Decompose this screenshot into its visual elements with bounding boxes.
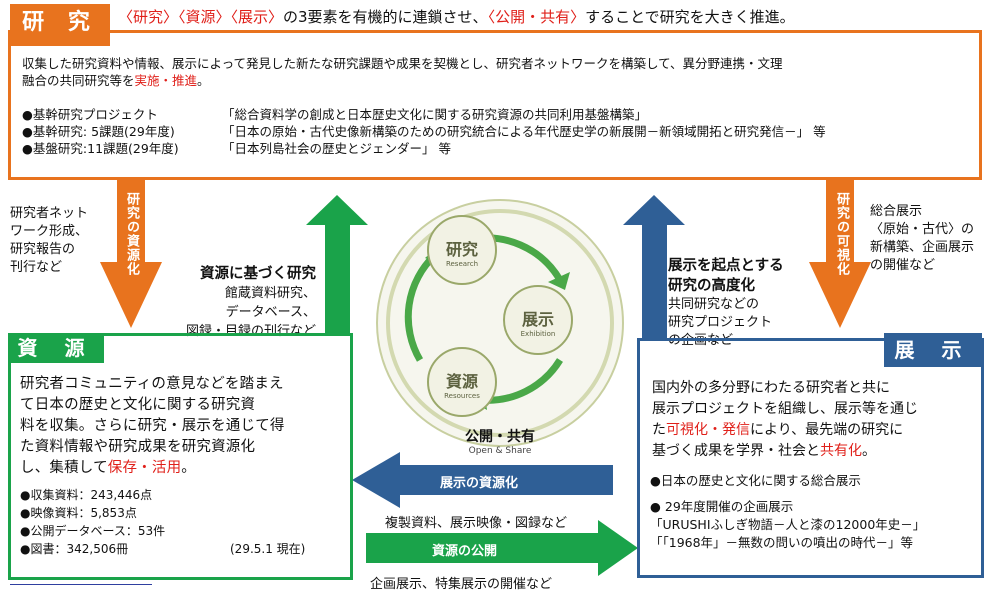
cycle-graphic xyxy=(376,199,624,447)
resource-stats: ●収集資料：243,446点 ●映像資料：5,853点 ●公開データベース：53… xyxy=(20,486,165,558)
cycle-research-node: 研究 Research xyxy=(445,240,479,268)
cycle-exhibition-node: 展示 Exhibition xyxy=(520,310,556,338)
stat-item: ●公開データベース：53件 xyxy=(20,524,166,538)
research-to-exhibition-arrow xyxy=(809,180,871,328)
bottom-arrow1-label: 展示の資源化 xyxy=(440,476,519,491)
cycle-resource-node: 資源 Resources xyxy=(444,372,480,400)
project-item: ●基幹研究: 5課題(29年度)「日本の原始・古代史像新構築のための研究統合によ… xyxy=(22,124,826,139)
exhibition-tag: 展 示 xyxy=(884,333,982,367)
stat-item: ●収集資料：243,446点 xyxy=(20,488,153,502)
research-headline: 〈研究〉〈資源〉〈展示〉の3要素を有機的に連鎖させ、〈公開・共有〉することで研究… xyxy=(118,8,795,26)
bottom-arrow2-label: 資源の公開 xyxy=(432,544,498,559)
research-panel xyxy=(8,30,982,180)
project-list: ●基幹研究プロジェクト「総合資料学の創成と日本歴史文化に関する研究資源の共同利用… xyxy=(22,106,826,157)
resource-to-exhibition-arrow xyxy=(366,520,638,576)
resource-tag: 資 源 xyxy=(8,333,104,363)
footer-rule xyxy=(10,584,152,585)
research-description: 収集した研究資料や情報、展示によって発見した新たな研究課題や成果を契機とし、研究… xyxy=(22,56,783,88)
exhibition-item-special: ● 29年度開催の企画展示 「URUSHIふしぎ物語－人と漆の12000年史－」… xyxy=(650,499,926,550)
left-side-note: 研究者ネット ワーク形成、 研究報告の 刊行など xyxy=(10,206,89,275)
exhibit-research-note: 展示を起点とする 研究の高度化 共同研究などの 研究プロジェクト の企画など xyxy=(668,258,784,348)
cycle-open-share: 公開・共有 Open & Share xyxy=(465,429,535,456)
bottom-arrow1-caption: 複製資料、展示映像・図録など xyxy=(385,516,568,531)
research-tag: 研 究 xyxy=(10,4,110,46)
research-to-resource-arrow xyxy=(100,180,162,328)
resource-research-note: 資源に基づく研究 館蔵資料研究、 データベース、 図録・目録の刊行など xyxy=(185,266,316,339)
resource-description: 研究者コミュニティの意見などを踏まえ て日本の歴史と文化に関する研究資 料を収集… xyxy=(20,376,285,476)
right-arrow-label: 研究の可視化 xyxy=(834,192,849,276)
stat-item: ●図書：342,506冊 xyxy=(20,542,129,556)
resource-panel xyxy=(8,333,353,580)
bottom-arrow2-caption: 企画展示、特集展示の開催など xyxy=(370,577,553,592)
exhibition-description: 国内外の多分野にわたる研究者と共に 展示プロジェクトを組織し、展示等を通じ た可… xyxy=(652,380,918,459)
right-side-note: 総合展示 〈原始・古代〉の 新構築、企画展示 の開催など xyxy=(870,204,975,273)
exhibition-item-permanent: ●日本の歴史と文化に関する総合展示 xyxy=(650,473,861,488)
left-arrow-label: 研究の資源化 xyxy=(124,192,139,276)
exhibition-to-resource-arrow xyxy=(352,452,613,508)
stats-as-of: (29.5.1 現在) xyxy=(230,542,306,556)
exhibition-panel xyxy=(637,338,984,578)
project-item: ●基盤研究:11課題(29年度)「日本列島社会の歴史とジェンダー」 等 xyxy=(22,141,451,156)
exhibition-to-research-arrow xyxy=(623,195,685,338)
stat-item: ●映像資料：5,853点 xyxy=(20,506,137,520)
resource-to-research-arrow xyxy=(306,195,368,333)
project-item: ●基幹研究プロジェクト「総合資料学の創成と日本歴史文化に関する研究資源の共同利用… xyxy=(22,107,648,122)
